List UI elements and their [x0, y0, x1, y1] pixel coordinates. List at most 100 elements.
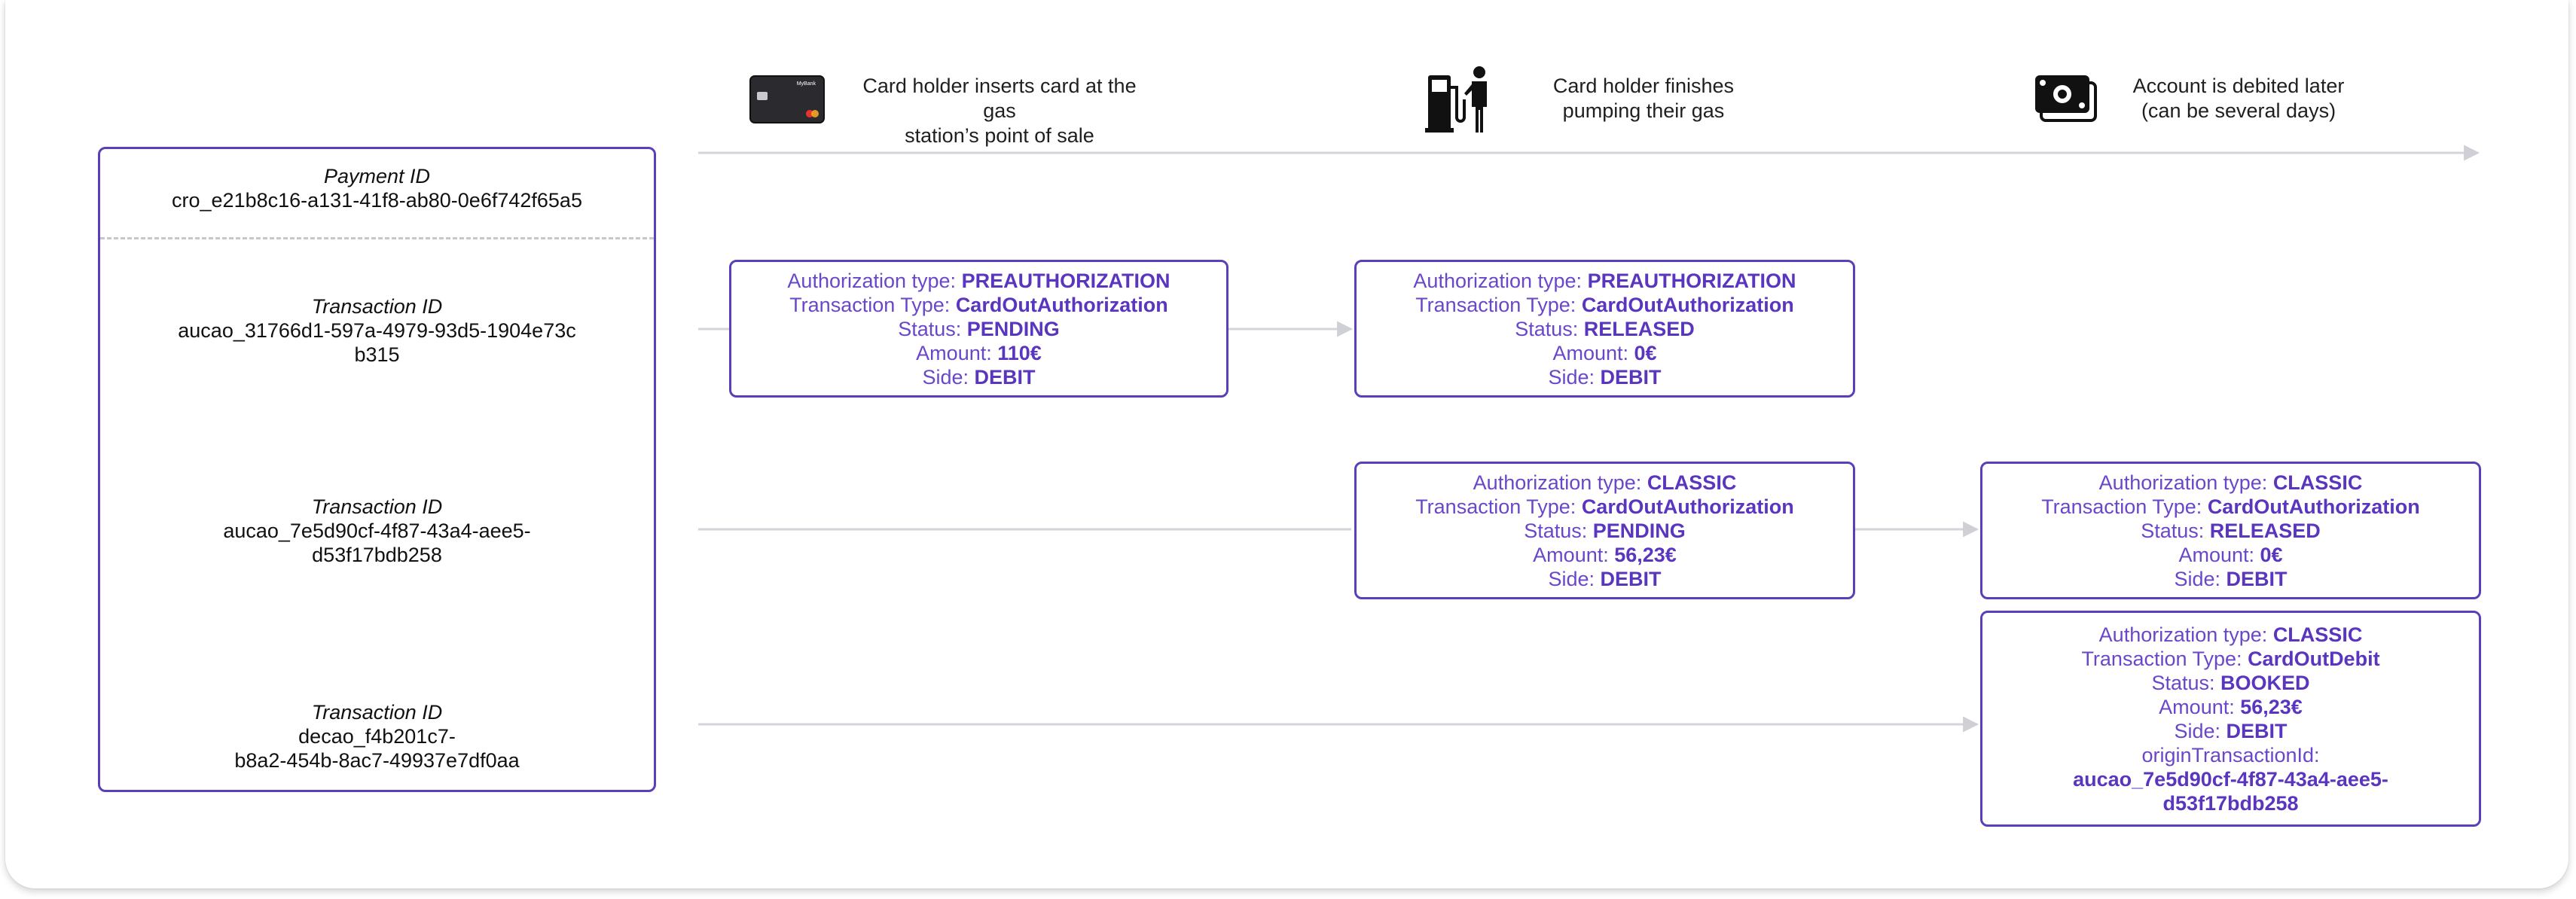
transaction-id-block-2: Transaction ID aucao_7e5d90cf-4f87-43a4-…: [100, 495, 654, 567]
auth-type-row: Authorization type: PREAUTHORIZATION: [731, 269, 1226, 293]
status-value: RELEASED: [2209, 519, 2321, 542]
auth-type-label: Authorization type:: [2098, 471, 2273, 494]
status-row: Status: PENDING: [731, 317, 1226, 341]
side-value: DEBIT: [2226, 719, 2288, 742]
cash-stack-icon: [2034, 74, 2097, 127]
transaction-card-3: Authorization type: CLASSIC Transaction …: [1354, 462, 1855, 599]
tx-type-row: Transaction Type: CardOutAuthorization: [731, 293, 1226, 317]
step1-line1: Card holder inserts card at the gas: [862, 75, 1137, 122]
origin-value-line2: d53f17bdb258: [2162, 791, 2299, 815]
diagram-canvas: MyBank Card holder inserts card at the g…: [5, 0, 2568, 888]
amount-row: Amount: 56,23€: [1357, 543, 1853, 567]
status-value: BOOKED: [2220, 671, 2310, 694]
side-value: DEBIT: [1600, 567, 1662, 590]
transaction-id-block-1: Transaction ID aucao_31766d1-597a-4979-9…: [100, 294, 654, 367]
transaction-card-2: Authorization type: PREAUTHORIZATION Tra…: [1354, 260, 1855, 398]
auth-type-value: PREAUTHORIZATION: [1587, 269, 1796, 292]
side-label: Side:: [2174, 567, 2227, 590]
status-value: PENDING: [1592, 519, 1686, 542]
transaction-id-value-line2: b315: [354, 343, 400, 366]
amount-label: Amount:: [2178, 543, 2260, 566]
step2-caption: Card holder finishes pumping their gas: [1523, 74, 1764, 123]
tx-type-label: Transaction Type:: [2081, 647, 2248, 670]
amount-value: 56,23€: [1614, 543, 1677, 566]
auth-type-row: Authorization type: CLASSIC: [1357, 471, 1853, 495]
status-row: Status: RELEASED: [1982, 519, 2479, 543]
auth-type-value: PREAUTHORIZATION: [961, 269, 1170, 292]
step2-line2: pumping their gas: [1562, 99, 1725, 122]
tx-type-row: Transaction Type: CardOutAuthorization: [1357, 293, 1853, 317]
tx-type-row: Transaction Type: CardOutAuthorization: [1982, 495, 2479, 519]
origin-label: originTransactionId:: [2141, 743, 2320, 766]
tx-type-value: CardOutAuthorization: [1581, 293, 1794, 316]
gas-pump-person-icon: [1425, 65, 1494, 138]
side-label: Side:: [1548, 365, 1601, 389]
auth-type-label: Authorization type:: [2098, 623, 2273, 646]
amount-value: 110€: [997, 341, 1042, 364]
amount-label: Amount:: [916, 341, 998, 364]
transaction-card-5: Authorization type: CLASSIC Transaction …: [1980, 611, 2481, 827]
transaction-id-value-line1: aucao_7e5d90cf-4f87-43a4-aee5-: [223, 520, 531, 542]
payment-id-value: cro_e21b8c16-a131-41f8-ab80-0e6f742f65a5: [172, 189, 582, 212]
transaction-card-4: Authorization type: CLASSIC Transaction …: [1980, 462, 2481, 599]
side-value: DEBIT: [974, 365, 1036, 389]
status-row: Status: PENDING: [1357, 519, 1853, 543]
transaction-id-label: Transaction ID: [311, 701, 443, 724]
credit-card-icon: MyBank: [749, 75, 825, 127]
side-label: Side:: [2174, 719, 2227, 742]
amount-label: Amount:: [1533, 543, 1615, 566]
step1-line2: station’s point of sale: [905, 124, 1094, 147]
tx-type-label: Transaction Type:: [1415, 293, 1582, 316]
status-row: Status: BOOKED: [1982, 671, 2479, 695]
side-row: Side: DEBIT: [1982, 719, 2479, 743]
status-label: Status:: [898, 317, 967, 340]
auth-type-row: Authorization type: PREAUTHORIZATION: [1357, 269, 1853, 293]
auth-type-label: Authorization type:: [1413, 269, 1588, 292]
tx-type-value: CardOutAuthorization: [955, 293, 1168, 316]
auth-type-value: CLASSIC: [2272, 623, 2363, 646]
tx-type-label: Transaction Type:: [789, 293, 956, 316]
payment-id-block: Payment ID cro_e21b8c16-a131-41f8-ab80-0…: [100, 164, 654, 212]
transaction-id-value-line2: b8a2-454b-8ac7-49937e7df0aa: [234, 749, 520, 772]
side-value: DEBIT: [1600, 365, 1662, 389]
side-row: Side: DEBIT: [1357, 567, 1853, 591]
side-value: DEBIT: [2226, 567, 2288, 590]
card-brand-text: MyBank: [797, 81, 816, 87]
step3-line2: (can be several days): [2141, 99, 2336, 122]
side-label: Side:: [1548, 567, 1601, 590]
auth-type-value: CLASSIC: [1647, 471, 1737, 494]
transaction-id-value-line2: d53f17bdb258: [312, 544, 442, 566]
tx-type-label: Transaction Type:: [1415, 495, 1582, 518]
auth-type-row: Authorization type: CLASSIC: [1982, 623, 2479, 647]
status-value: PENDING: [966, 317, 1060, 340]
transaction-id-block-3: Transaction ID decao_f4b201c7- b8a2-454b…: [100, 700, 654, 773]
auth-type-label: Authorization type:: [787, 269, 962, 292]
transaction-id-value-line1: decao_f4b201c7-: [298, 725, 456, 748]
side-row: Side: DEBIT: [1982, 567, 2479, 591]
status-row: Status: RELEASED: [1357, 317, 1853, 341]
amount-row: Amount: 0€: [1982, 543, 2479, 567]
tx-type-value: CardOutDebit: [2248, 647, 2380, 670]
id-panel: Payment ID cro_e21b8c16-a131-41f8-ab80-0…: [98, 147, 656, 792]
amount-label: Amount:: [1552, 341, 1634, 364]
step3-caption: Account is debited later (can be several…: [2095, 74, 2382, 123]
side-row: Side: DEBIT: [731, 365, 1226, 389]
transaction-id-label: Transaction ID: [311, 295, 443, 318]
panel-divider: [100, 237, 654, 239]
auth-type-label: Authorization type:: [1473, 471, 1647, 494]
status-label: Status:: [2151, 671, 2221, 694]
amount-value: 0€: [2260, 543, 2283, 566]
auth-type-row: Authorization type: CLASSIC: [1982, 471, 2479, 495]
tx-type-value: CardOutAuthorization: [2207, 495, 2420, 518]
transaction-id-label: Transaction ID: [311, 495, 443, 518]
amount-row: Amount: 56,23€: [1982, 695, 2479, 719]
origin-value-line1: aucao_7e5d90cf-4f87-43a4-aee5-: [2073, 767, 2388, 791]
amount-label: Amount:: [2159, 695, 2241, 718]
connector-lines: [698, 145, 2480, 733]
transaction-id-value-line1: aucao_31766d1-597a-4979-93d5-1904e73c: [178, 319, 576, 342]
amount-row: Amount: 110€: [731, 341, 1226, 365]
amount-row: Amount: 0€: [1357, 341, 1853, 365]
step1-caption: Card holder inserts card at the gas stat…: [856, 74, 1143, 148]
side-row: Side: DEBIT: [1357, 365, 1853, 389]
step3-line1: Account is debited later: [2132, 75, 2345, 97]
